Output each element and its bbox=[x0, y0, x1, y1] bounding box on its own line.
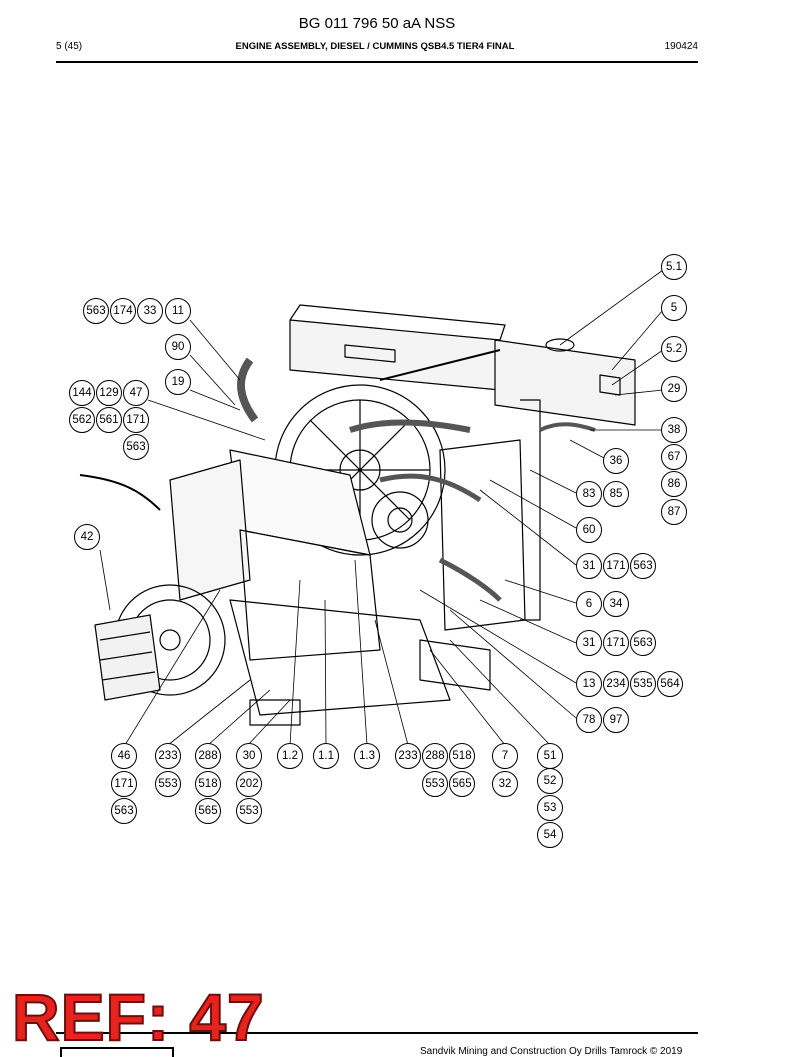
callout-42: 42 bbox=[74, 524, 100, 550]
callout-85: 85 bbox=[603, 481, 629, 507]
callout-565: 565 bbox=[195, 798, 221, 824]
callout-5: 5 bbox=[661, 295, 687, 321]
callout-7: 7 bbox=[492, 743, 518, 769]
callout-1-1: 1.1 bbox=[313, 743, 339, 769]
callout-34: 34 bbox=[603, 591, 629, 617]
callout-19: 19 bbox=[165, 369, 191, 395]
callout-1-2: 1.2 bbox=[277, 743, 303, 769]
callout-561: 561 bbox=[96, 407, 122, 433]
callout-36: 36 bbox=[603, 448, 629, 474]
callout-87: 87 bbox=[661, 499, 687, 525]
callout-67: 67 bbox=[661, 444, 687, 470]
callout-5-1: 5.1 bbox=[661, 254, 687, 280]
callout-129: 129 bbox=[96, 380, 122, 406]
callout-563: 563 bbox=[111, 798, 137, 824]
callout-52: 52 bbox=[537, 768, 563, 794]
document-date: 190424 bbox=[664, 41, 698, 52]
callout-171: 171 bbox=[603, 630, 629, 656]
callout-562: 562 bbox=[69, 407, 95, 433]
callout-97: 97 bbox=[603, 707, 629, 733]
callout-518: 518 bbox=[449, 743, 475, 769]
callout-233: 233 bbox=[155, 743, 181, 769]
callout-83: 83 bbox=[576, 481, 602, 507]
callout-553: 553 bbox=[236, 798, 262, 824]
callout-171: 171 bbox=[123, 407, 149, 433]
section-title: ENGINE ASSEMBLY, DIESEL / CUMMINS QSB4.5… bbox=[235, 41, 515, 52]
page-number: 5 (45) bbox=[56, 41, 83, 52]
callout-563: 563 bbox=[123, 434, 149, 460]
callout-33: 33 bbox=[137, 298, 163, 324]
header-rule bbox=[56, 61, 698, 63]
callout-564: 564 bbox=[657, 671, 683, 697]
callout-13: 13 bbox=[576, 671, 602, 697]
callout-1-3: 1.3 bbox=[354, 743, 380, 769]
footer-rule bbox=[56, 1032, 698, 1034]
callout-31: 31 bbox=[576, 553, 602, 579]
callout-553: 553 bbox=[422, 771, 448, 797]
callout-29: 29 bbox=[661, 376, 687, 402]
callout-30: 30 bbox=[236, 743, 262, 769]
callout-38: 38 bbox=[661, 417, 687, 443]
callout-53: 53 bbox=[537, 795, 563, 821]
callout-288: 288 bbox=[422, 743, 448, 769]
callout-535: 535 bbox=[630, 671, 656, 697]
callout-553: 553 bbox=[155, 771, 181, 797]
callout-234: 234 bbox=[603, 671, 629, 697]
document-number: BG 011 796 50 aA NSS bbox=[298, 15, 456, 32]
callout-563: 563 bbox=[630, 630, 656, 656]
callout-47: 47 bbox=[123, 380, 149, 406]
callout-565: 565 bbox=[449, 771, 475, 797]
callout-11: 11 bbox=[165, 298, 191, 324]
copyright-text: Sandvik Mining and Construction Oy Drill… bbox=[420, 1046, 683, 1057]
callout-54: 54 bbox=[537, 822, 563, 848]
callout-78: 78 bbox=[576, 707, 602, 733]
ref-stamp: REF: 47 bbox=[11, 980, 265, 1054]
callout-233: 233 bbox=[395, 743, 421, 769]
callout-174: 174 bbox=[110, 298, 136, 324]
callout-90: 90 bbox=[165, 334, 191, 360]
callout-563: 563 bbox=[83, 298, 109, 324]
callout-171: 171 bbox=[603, 553, 629, 579]
callout-60: 60 bbox=[576, 517, 602, 543]
callout-171: 171 bbox=[111, 771, 137, 797]
callout-144: 144 bbox=[69, 380, 95, 406]
callout-46: 46 bbox=[111, 743, 137, 769]
callout-5-2: 5.2 bbox=[661, 336, 687, 362]
callout-32: 32 bbox=[492, 771, 518, 797]
callout-563: 563 bbox=[630, 553, 656, 579]
callout-51: 51 bbox=[537, 743, 563, 769]
callout-288: 288 bbox=[195, 743, 221, 769]
callout-31: 31 bbox=[576, 630, 602, 656]
callout-202: 202 bbox=[236, 771, 262, 797]
callout-518: 518 bbox=[195, 771, 221, 797]
brand-logo bbox=[60, 1047, 174, 1057]
callout-6: 6 bbox=[576, 591, 602, 617]
callout-86: 86 bbox=[661, 471, 687, 497]
